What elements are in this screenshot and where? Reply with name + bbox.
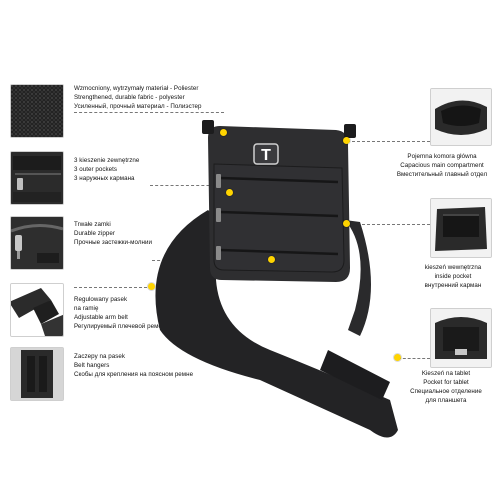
- outer-pockets-label-ru: 3 наружных кармана: [74, 175, 135, 182]
- zipper-label-en: Durable zipper: [74, 230, 115, 237]
- inside-pocket-callout-dot: [343, 220, 350, 227]
- main-compartment-thumbnail: [430, 88, 492, 146]
- fabric-detail-thumbnail: [10, 84, 64, 138]
- zipper-label-ru: Прочные застежки-молнии: [74, 239, 152, 246]
- belt-hangers-label-en: Belt hangers: [74, 362, 110, 369]
- strap-detail-thumbnail: [10, 283, 64, 337]
- inside-pocket-leader-line: [347, 224, 430, 225]
- main-compartment-label-ru: Вместительный главный отдел: [396, 171, 488, 178]
- tablet-pocket-label-ru-1: Специальное отделение: [410, 388, 482, 395]
- belt-hangers-feature-label: Zaczepy na pasek Belt hangers Скобы для …: [74, 352, 193, 379]
- strap-leader-line: [74, 287, 152, 288]
- messenger-bag-image: T: [155, 120, 398, 438]
- fabric-label-pl: Wzmocniony, wytrzymały materiał - Polies…: [74, 85, 199, 92]
- outer-pockets-callout-dot: [226, 189, 233, 196]
- tablet-pocket-leader-line: [398, 358, 430, 359]
- fabric-leader-line: [74, 112, 224, 113]
- bag-logo-letter: T: [261, 147, 271, 164]
- fabric-feature-label: Wzmocniony, wytrzymały materiał - Polies…: [74, 84, 202, 111]
- inside-pocket-label-ru: внутренний карман: [424, 282, 482, 289]
- tablet-pocket-label-pl: Kieszeń na tablet: [421, 370, 471, 377]
- inside-pocket-label-en: inside pocket: [434, 273, 472, 280]
- outer-pockets-label-pl: 3 kieszenie zewnętrzne: [74, 157, 140, 164]
- tablet-pocket-callout-dot: [394, 354, 401, 361]
- inside-pocket-label-pl: kieszeń wewnętrzna: [424, 264, 482, 271]
- main-compartment-feature-label: Pojemna komora główna Capacious main com…: [390, 152, 494, 179]
- inside-pocket-thumbnail: [430, 198, 492, 258]
- belt-hangers-label-pl: Zaczepy na pasek: [74, 353, 126, 360]
- strap-feature-label: Regulowany pasek na ramię Adjustable arm…: [74, 295, 169, 331]
- belt-hangers-thumbnail: [10, 347, 64, 401]
- fabric-label-en: Strengthened, durable fabric - polyester: [74, 94, 185, 101]
- fabric-callout-dot: [220, 129, 227, 136]
- belt-hangers-label-ru: Скобы для крепления на поясном ремне: [74, 371, 194, 378]
- main-compartment-callout-dot: [343, 137, 350, 144]
- tablet-pocket-label-en: Pocket for tablet: [423, 379, 469, 386]
- main-compartment-leader-line: [347, 141, 430, 142]
- strap-label-ru: Регулируемый плечевой ремень: [74, 323, 169, 330]
- strap-label-pl-2: na ramię: [74, 305, 99, 312]
- tablet-pocket-thumbnail: [430, 308, 492, 368]
- tablet-pocket-label-ru-2: для планшета: [425, 397, 467, 404]
- tablet-pocket-feature-label: Kieszeń na tablet Pocket for tablet Спец…: [396, 369, 496, 405]
- outer-pockets-feature-label: 3 kieszenie zewnętrzne 3 outer pockets 3…: [74, 156, 139, 183]
- main-compartment-label-en: Capacious main compartment: [400, 162, 484, 169]
- strap-label-en: Adjustable arm belt: [74, 314, 128, 321]
- zipper-feature-label: Trwałe zamki Durable zipper Прочные заст…: [74, 220, 152, 247]
- strap-callout-dot: [148, 283, 155, 290]
- zipper-callout-dot: [268, 256, 275, 263]
- fabric-label-ru: Усиленный, прочный материал - Полиэстер: [74, 103, 202, 110]
- inside-pocket-feature-label: kieszeń wewnętrzna inside pocket внутрен…: [410, 263, 496, 290]
- outer-pockets-label-en: 3 outer pockets: [74, 166, 118, 173]
- outer-pockets-leader-line: [150, 185, 230, 186]
- outer-pockets-thumbnail: [10, 151, 64, 205]
- strap-label-pl-1: Regulowany pasek: [74, 296, 128, 303]
- zipper-detail-thumbnail: [10, 216, 64, 270]
- zipper-label-pl: Trwałe zamki: [74, 221, 111, 228]
- main-compartment-label-pl: Pojemna komora główna: [407, 153, 477, 160]
